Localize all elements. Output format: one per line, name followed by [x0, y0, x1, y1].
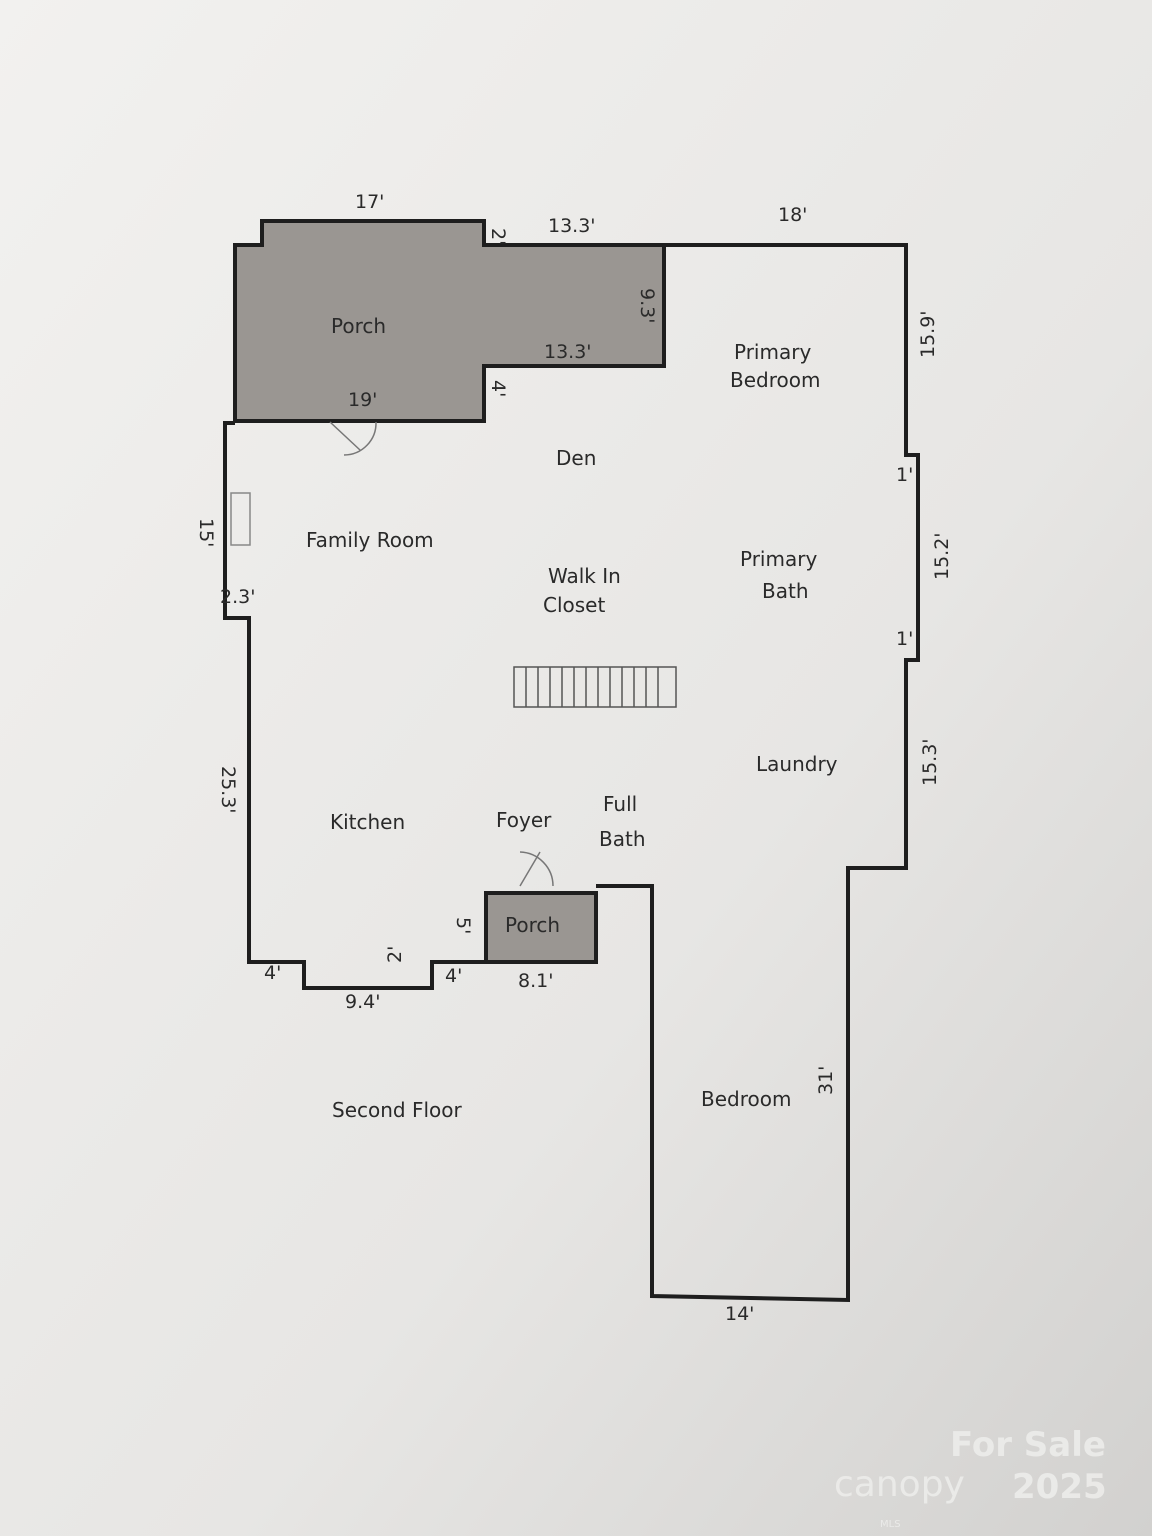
watermark-year: 2025: [1012, 1467, 1107, 1507]
dim-right-mid: 15.2': [931, 532, 953, 580]
rear-porch-area: [235, 221, 664, 421]
dim-porch-inner: 13.3': [544, 341, 592, 363]
dim-porch-bottom: 19': [348, 389, 377, 411]
dim-left-upper: 15': [195, 518, 217, 547]
watermark-mls: MLS: [880, 1519, 901, 1530]
room-label-primary-bath-2: Bath: [762, 579, 809, 603]
dim-bottom-mid: 4': [445, 965, 462, 987]
dim-bedroom-right: 31': [815, 1066, 837, 1095]
dim-bottom-bay: 9.4': [345, 991, 380, 1013]
room-label-walk-in-closet-2: Closet: [543, 593, 605, 617]
room-label-primary-bedroom: Primary: [734, 340, 811, 364]
room-label-bedroom: Bedroom: [701, 1087, 791, 1111]
room-label-full-bath: Full: [603, 792, 637, 816]
room-label-laundry: Laundry: [756, 752, 838, 776]
watermark-brand: canopy: [834, 1464, 965, 1505]
room-label-foyer: Foyer: [496, 808, 552, 832]
room-label-kitchen: Kitchen: [330, 810, 405, 834]
canopy-mls-watermark: For Sale canopy MLS 2025: [834, 1425, 1107, 1530]
watermark-for-sale: For Sale: [950, 1425, 1106, 1465]
dim-top-right: 18': [778, 204, 807, 226]
dim-front-porch-depth: 5': [452, 917, 474, 934]
dim-top-porch: 17': [355, 191, 384, 213]
front-door-swing: [519, 851, 554, 887]
dim-left-lower: 25.3': [217, 766, 239, 814]
exterior-walls-left: [223, 421, 486, 990]
room-label-walk-in-closet: Walk In: [548, 564, 621, 588]
dim-bedroom-bottom: 14': [725, 1303, 754, 1325]
dim-porch-right: 9.3': [636, 288, 658, 323]
dim-right-lower: 15.3': [919, 738, 941, 786]
dim-bottom-left: 4': [264, 962, 281, 984]
fireplace: [230, 492, 251, 546]
dim-porch-step: 2': [487, 228, 509, 245]
room-label-front-porch: Porch: [505, 913, 560, 937]
floor-title: Second Floor: [332, 1098, 462, 1122]
dim-left-jog: 2.3': [220, 586, 255, 608]
front-porch-area: [484, 891, 598, 964]
rear-porch-walls: [235, 245, 666, 423]
dim-right-jog-2: 1': [896, 628, 913, 650]
exterior-walls: [233, 219, 920, 1303]
room-label-primary-bedroom-2: Bedroom: [730, 368, 820, 392]
dim-front-porch-width: 8.1': [518, 970, 553, 992]
dim-porch-top-right: 13.3': [548, 215, 596, 237]
room-label-family-room: Family Room: [306, 528, 434, 552]
rear-door-swing: [329, 421, 377, 456]
room-label-full-bath-2: Bath: [599, 827, 646, 851]
room-label-primary-bath: Primary: [740, 547, 817, 571]
dim-bay-depth: 2': [384, 946, 406, 963]
room-label-rear-porch: Porch: [331, 314, 386, 338]
dim-right-upper: 15.9': [917, 310, 939, 358]
dim-right-jog-1: 1': [896, 464, 913, 486]
room-label-den: Den: [556, 446, 596, 470]
staircase: [513, 666, 677, 708]
dim-porch-notch: 4': [487, 380, 509, 397]
